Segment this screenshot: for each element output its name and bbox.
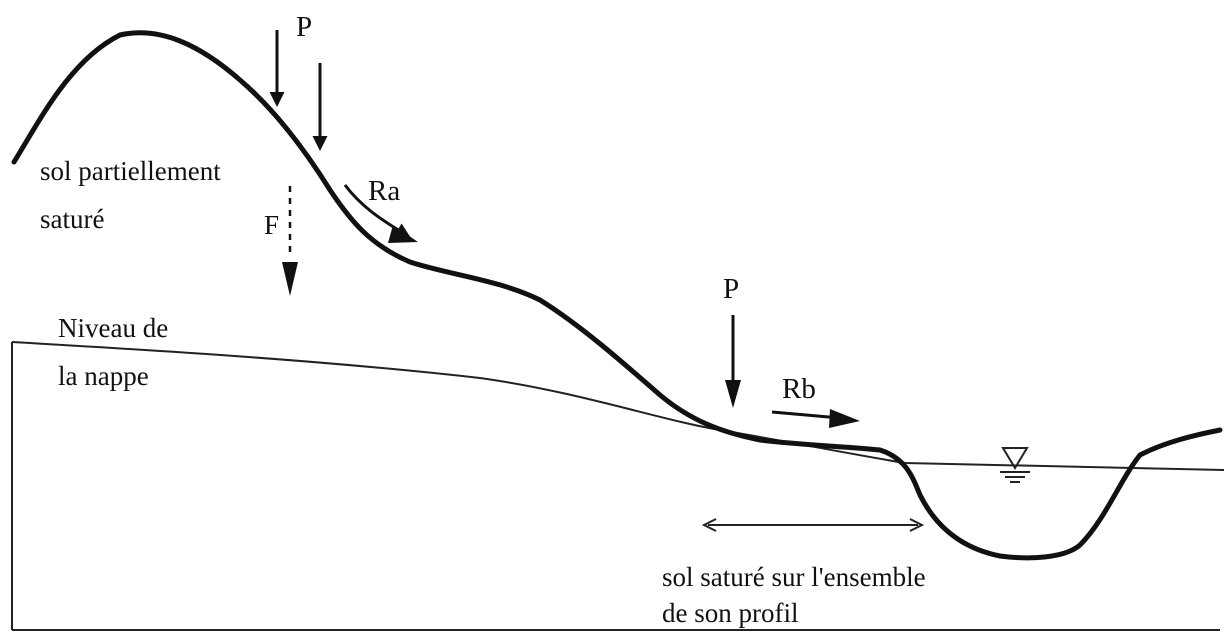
runoff-b-arrow-line [771,410,841,420]
unsaturated-soil-label-line2: saturé [40,204,104,234]
saturated-soil-label-line1: sol saturé sur l'ensemble [662,562,926,592]
saturated-extent-right-head [909,518,925,532]
infiltration-label: F [264,210,279,240]
ground-surface-line [11,30,1223,561]
runoff-a-label: Ra [368,175,400,207]
precip-label-lower: P [723,273,739,305]
precip-arrow-lower-head [725,380,741,408]
runoff-b-arrowhead [829,409,860,428]
runoff-b-label: Rb [782,373,816,405]
water-table-label-line2: la nappe [58,361,149,391]
infiltration-arrowhead [282,262,298,296]
saturated-extent-left-head [701,518,717,532]
runoff-a-arrowhead [388,225,418,243]
unsaturated-soil-label-line1: sol partiellement [40,156,221,186]
water-level-marker-icon [1000,447,1030,483]
saturated-soil-label-line2: de son profil [662,598,798,628]
precip-label-upper: P [296,11,312,43]
water-table-label-line1: Niveau de [58,313,168,343]
